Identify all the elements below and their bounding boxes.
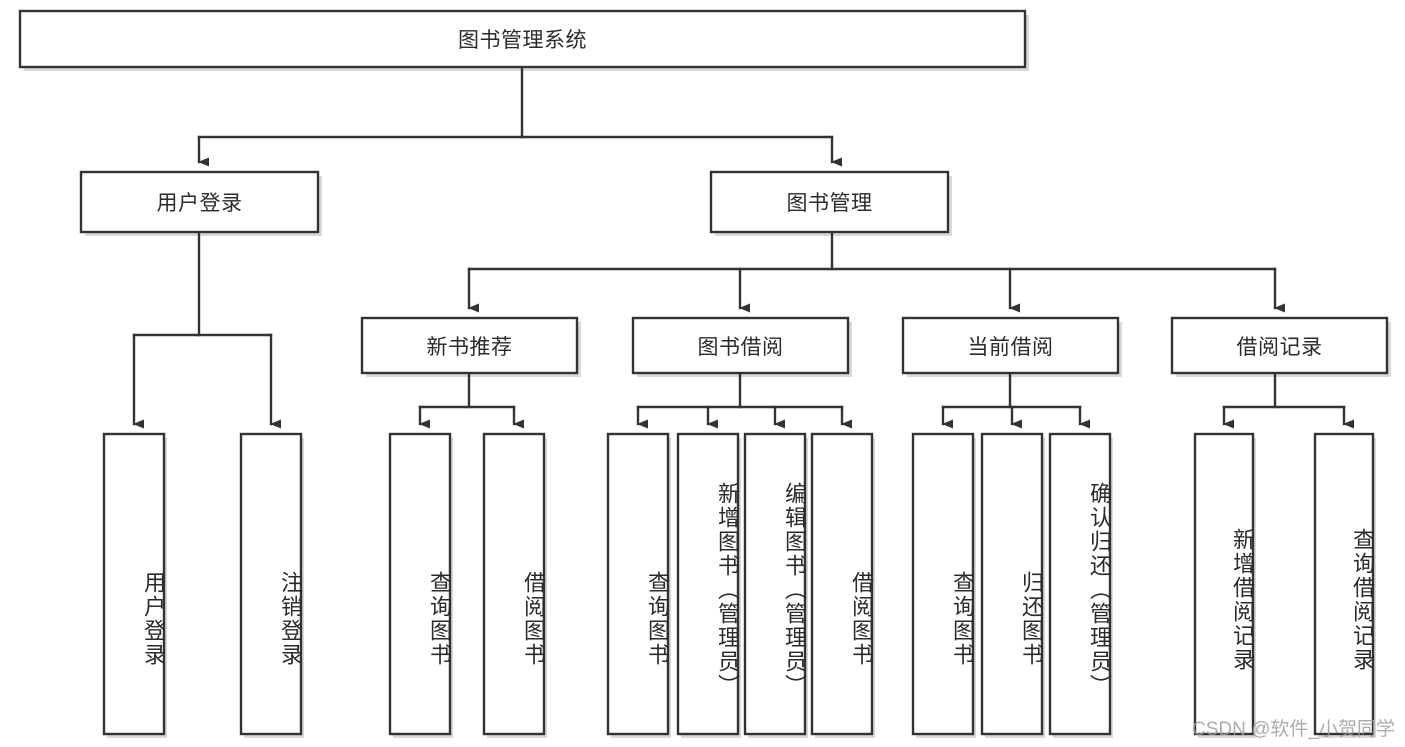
node-current-borrow bbox=[901, 316, 1120, 375]
node-rectangles bbox=[18, 9, 1389, 736]
node-leaf-add-book bbox=[676, 432, 740, 736]
node-user-login bbox=[79, 170, 320, 234]
node-leaf-query-record bbox=[1313, 432, 1375, 736]
node-new-book-rec bbox=[360, 316, 579, 375]
connector-lines bbox=[132, 65, 1354, 429]
node-root bbox=[18, 9, 1027, 69]
node-borrow-record bbox=[1170, 316, 1389, 375]
node-leaf-user-logout bbox=[239, 432, 303, 736]
csdn-watermark: CSDN @软件_小贺同学 bbox=[1192, 719, 1395, 740]
node-leaf-query-book-1 bbox=[388, 432, 452, 736]
node-leaf-user-login bbox=[102, 432, 166, 736]
node-leaf-confirm-return bbox=[1048, 432, 1112, 736]
node-leaf-borrow-book-1 bbox=[482, 432, 546, 736]
node-leaf-edit-book bbox=[743, 432, 807, 736]
node-book-manage bbox=[709, 170, 950, 234]
node-leaf-add-record bbox=[1193, 432, 1255, 736]
node-book-borrow bbox=[631, 316, 850, 375]
node-leaf-return-book bbox=[980, 432, 1044, 736]
node-leaf-query-book-3 bbox=[911, 432, 975, 736]
node-leaf-borrow-book-2 bbox=[810, 432, 874, 736]
node-leaf-query-book-2 bbox=[606, 432, 670, 736]
